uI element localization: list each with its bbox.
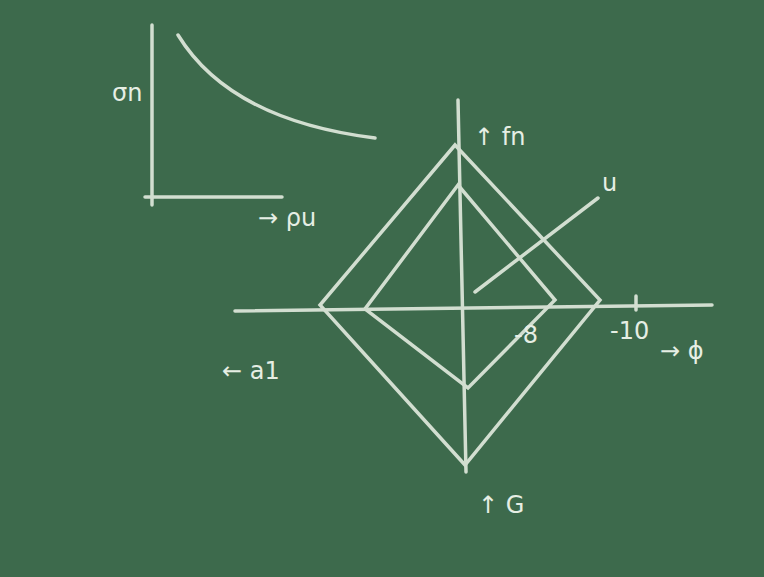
graph-horizontal-axis	[145, 195, 282, 199]
chalk-label: ↑ G	[478, 492, 524, 518]
chalk-label: ← a1	[222, 358, 280, 384]
graph-vertical-axis	[150, 25, 154, 205]
chalk-label: u	[602, 170, 617, 196]
horizontal-axis	[235, 305, 712, 311]
axis-tick	[634, 296, 638, 310]
chalk-label: σn	[112, 80, 142, 106]
u-line	[475, 198, 598, 292]
decay-curve	[178, 35, 375, 138]
chalk-label: -8	[514, 322, 538, 348]
inner-diamond	[365, 185, 555, 388]
chalk-label: ↑ fn	[474, 124, 525, 150]
chalk-label: -10	[610, 318, 649, 344]
outer-diamond	[320, 145, 600, 465]
chalk-label: → ρu	[258, 205, 316, 231]
chalk-label: → ϕ	[660, 338, 704, 364]
